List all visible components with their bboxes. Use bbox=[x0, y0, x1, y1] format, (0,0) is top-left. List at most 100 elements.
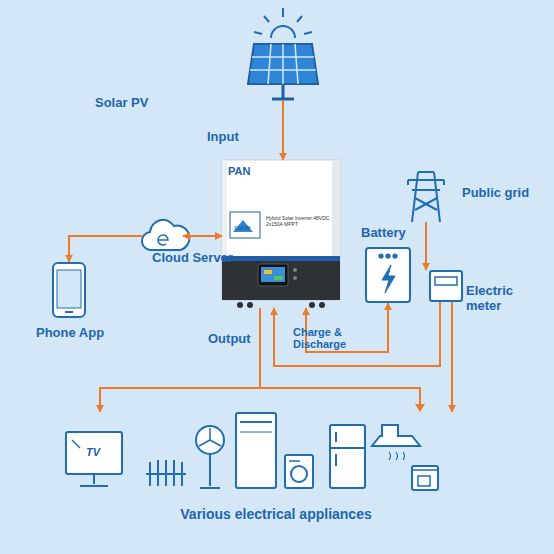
pylon-icon-part bbox=[407, 180, 409, 185]
battery-icon-part bbox=[382, 265, 395, 293]
branch-arrowhead bbox=[415, 404, 425, 412]
public-grid-node: Public grid bbox=[405, 170, 447, 222]
inverter-body-part bbox=[222, 261, 340, 300]
appliance-icons-part bbox=[236, 413, 276, 488]
inverter-body-part bbox=[309, 302, 315, 308]
appliance-icons-part bbox=[289, 460, 300, 462]
power-connector bbox=[100, 308, 420, 412]
power-connector bbox=[69, 236, 143, 262]
sun-icon-part bbox=[271, 26, 295, 38]
appliance-icons-part bbox=[335, 454, 337, 466]
pylon-icon-part bbox=[415, 198, 437, 210]
phone-icon-part bbox=[53, 263, 85, 317]
appliance-icons-part bbox=[389, 452, 405, 460]
battery-icon-part bbox=[386, 254, 389, 257]
node-text: Various electrical appliances bbox=[66, 506, 486, 522]
node-text: Phone App bbox=[36, 326, 136, 341]
sun-icon-part bbox=[264, 16, 269, 22]
appliance-icons-part bbox=[372, 425, 420, 446]
phone-icon bbox=[53, 263, 85, 317]
appliance-icons-part bbox=[196, 426, 224, 454]
appliance-icons-part bbox=[209, 454, 211, 486]
meter-icon bbox=[430, 271, 462, 301]
appliance-icons-part bbox=[418, 476, 430, 486]
cloud-icon-part bbox=[142, 220, 189, 250]
inverter-body-part bbox=[222, 160, 340, 300]
appliance-icons-part bbox=[412, 469, 438, 471]
power-connector bbox=[282, 100, 284, 160]
cloud-icon-part bbox=[158, 235, 168, 245]
solar-panel-icon-part bbox=[295, 44, 298, 84]
inverter-body-part bbox=[332, 160, 340, 262]
sun-icon-part bbox=[297, 16, 302, 22]
pylon-icon bbox=[408, 172, 444, 222]
node-text: Electric meter bbox=[466, 284, 528, 314]
pylon-icon-part bbox=[412, 172, 418, 222]
sun-icon-part bbox=[282, 8, 284, 17]
electric-meter-node: Electric meter bbox=[429, 270, 463, 302]
cloud-server-node: Cloud Server bbox=[143, 220, 183, 252]
battery-node: Battery bbox=[365, 247, 411, 303]
inverter-body-part bbox=[293, 268, 297, 272]
edge-label: Output bbox=[208, 332, 268, 346]
inverter-body-part bbox=[247, 302, 253, 308]
inverter-node: PAN11KWHybrid Solar Inverter 48VDC 2x150… bbox=[222, 160, 340, 300]
sun-icon-part bbox=[304, 32, 312, 34]
appliance-icons-part bbox=[66, 432, 122, 474]
pylon-icon-part bbox=[434, 172, 440, 222]
inverter-body-part bbox=[319, 302, 325, 308]
pylon-icon-part bbox=[408, 179, 444, 181]
appliance-icons-part bbox=[80, 485, 108, 487]
power-connector bbox=[451, 302, 453, 412]
appliance-icons-part bbox=[291, 466, 307, 482]
inverter-body-part bbox=[261, 267, 285, 282]
phone-app-node: Phone App bbox=[52, 262, 86, 318]
appliance-icons-part bbox=[335, 432, 337, 442]
inverter-body-part bbox=[274, 276, 283, 280]
appliance-icons-part bbox=[330, 447, 365, 449]
appliance-icons-part bbox=[93, 474, 95, 484]
meter-icon-part bbox=[430, 271, 462, 301]
appliance-icons-part bbox=[240, 421, 272, 423]
appliance-icons-part bbox=[330, 425, 365, 488]
appliance-icons-part bbox=[412, 466, 438, 490]
power-connector bbox=[183, 235, 222, 237]
battery-icon-part bbox=[366, 248, 410, 302]
inverter-body-part bbox=[222, 256, 340, 261]
appliance-icons bbox=[66, 413, 438, 490]
inverter-body bbox=[222, 160, 340, 308]
sun-icon-part bbox=[254, 32, 262, 34]
inverter-body-part bbox=[258, 264, 288, 286]
pylon-icon-part bbox=[443, 180, 445, 185]
appliance-icons-part bbox=[285, 455, 313, 488]
inverter-body-part bbox=[222, 160, 227, 262]
edge-label: Charge & Discharge bbox=[293, 326, 359, 350]
appliance-icons-part bbox=[146, 460, 186, 486]
battery-icon-part bbox=[379, 254, 382, 257]
power-connector bbox=[425, 222, 427, 270]
power-connector bbox=[274, 302, 440, 366]
appliance-icons-part bbox=[72, 440, 80, 448]
pylon-icon-part bbox=[415, 198, 437, 210]
appliances-node: Various electrical appliances bbox=[66, 412, 486, 492]
appliance-icons-part bbox=[240, 432, 272, 433]
node-text: Battery bbox=[361, 226, 431, 241]
inverter-body-part bbox=[237, 302, 243, 308]
solar-panel-icon-part bbox=[268, 44, 271, 84]
node-text: Solar PV bbox=[95, 96, 185, 111]
node-text: Public grid bbox=[462, 186, 552, 201]
phone-icon-part bbox=[57, 270, 81, 308]
pylon-icon-part bbox=[418, 171, 434, 173]
solar-panel-icon-part bbox=[282, 44, 284, 84]
node-text: PAN bbox=[228, 165, 268, 178]
appliance-icons-part bbox=[199, 428, 221, 446]
phone-icon-part bbox=[65, 311, 73, 313]
solar-panel-icon-part bbox=[282, 84, 285, 98]
battery-icon-part bbox=[393, 254, 396, 257]
inverter-body-part bbox=[293, 276, 297, 280]
inverter-body-part bbox=[264, 270, 272, 274]
node-text: Cloud Server bbox=[152, 251, 262, 266]
meter-icon-part bbox=[435, 277, 457, 285]
